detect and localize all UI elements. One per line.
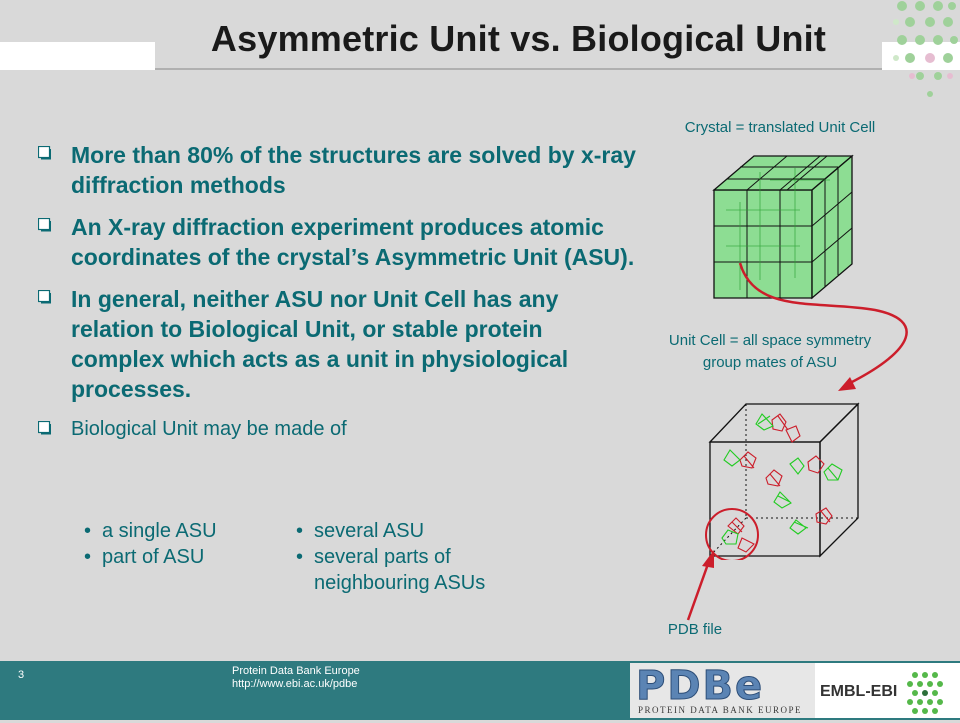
sub-list-item: • a single ASU [84, 518, 217, 544]
sub-list-item: • part of ASU [84, 544, 217, 570]
decorative-dots [893, 1, 958, 97]
checkbox-bullet-icon [38, 290, 53, 305]
sub-list-item: • several parts of neighbouring ASUs [296, 544, 534, 596]
unit-cell-diagram [705, 402, 860, 560]
bullet-item: More than 80% of the structures are solv… [38, 140, 638, 200]
sub-list-left: • a single ASU • part of ASU [84, 518, 217, 570]
bullet-text: An X-ray diffraction experiment produces… [71, 214, 635, 270]
bullet-text: Biological Unit may be made of [71, 418, 347, 440]
unit-cell-label-line1: Unit Cell = all space symmetry [668, 332, 872, 349]
sub-list-text: a single ASU [102, 520, 217, 542]
bullet-dot-icon: • [84, 520, 92, 542]
pdbe-logo: PDBe PROTEIN DATA BANK EUROPE [630, 663, 815, 718]
title-rule [155, 68, 882, 70]
arrow-to-unit-cell [738, 262, 908, 391]
footer-org-name: Protein Data Bank Europe [232, 665, 360, 677]
pdb-file-label: PDB file [667, 621, 723, 638]
bullet-text: More than 80% of the structures are solv… [71, 142, 636, 198]
checkbox-bullet-icon [38, 421, 53, 436]
unit-cell-label-line2: group mates of ASU [702, 354, 838, 371]
bullet-item: Biological Unit may be made of [38, 416, 638, 442]
bullet-dot-icon: • [296, 520, 304, 542]
crystal-label: Crystal = translated Unit Cell [684, 119, 876, 136]
ebi-logo [815, 663, 960, 718]
sub-list-text: part of ASU [102, 546, 205, 568]
bullet-text: In general, neither ASU nor Unit Cell ha… [71, 286, 569, 402]
footer-org: Protein Data Bank Europe http://www.ebi.… [232, 665, 360, 691]
crystal-lattice-diagram [712, 154, 854, 300]
pdbe-logo-text: PDBe [636, 663, 764, 709]
sub-list-text: several parts of neighbouring ASUs [314, 546, 486, 594]
slide-title: Asymmetric Unit vs. Biological Unit [210, 18, 827, 59]
sub-list-right: • several ASU • several parts of neighbour… [296, 518, 534, 596]
footer-org-url[interactable]: http://www.ebi.ac.uk/pdbe [232, 678, 358, 690]
embl-ebi-text: EMBL-EBI [820, 683, 898, 700]
bullet-list: More than 80% of the structures are solv… [38, 140, 638, 454]
arrow-to-asu [686, 550, 714, 621]
page-number: 3 [18, 669, 25, 681]
pdbe-logo-subtitle: PROTEIN DATA BANK EUROPE [638, 705, 802, 715]
sub-list-text: several ASU [314, 520, 425, 542]
sub-list-item: • several ASU [296, 518, 534, 544]
bullet-item: An X-ray diffraction experiment produces… [38, 212, 638, 272]
ebi-hex-icon [907, 672, 943, 714]
bullet-dot-icon: • [84, 546, 92, 568]
bullet-dot-icon: • [296, 546, 304, 568]
title-bar-left [0, 42, 155, 70]
bullet-item: In general, neither ASU nor Unit Cell ha… [38, 284, 638, 404]
checkbox-bullet-icon [38, 146, 53, 161]
checkbox-bullet-icon [38, 218, 53, 233]
